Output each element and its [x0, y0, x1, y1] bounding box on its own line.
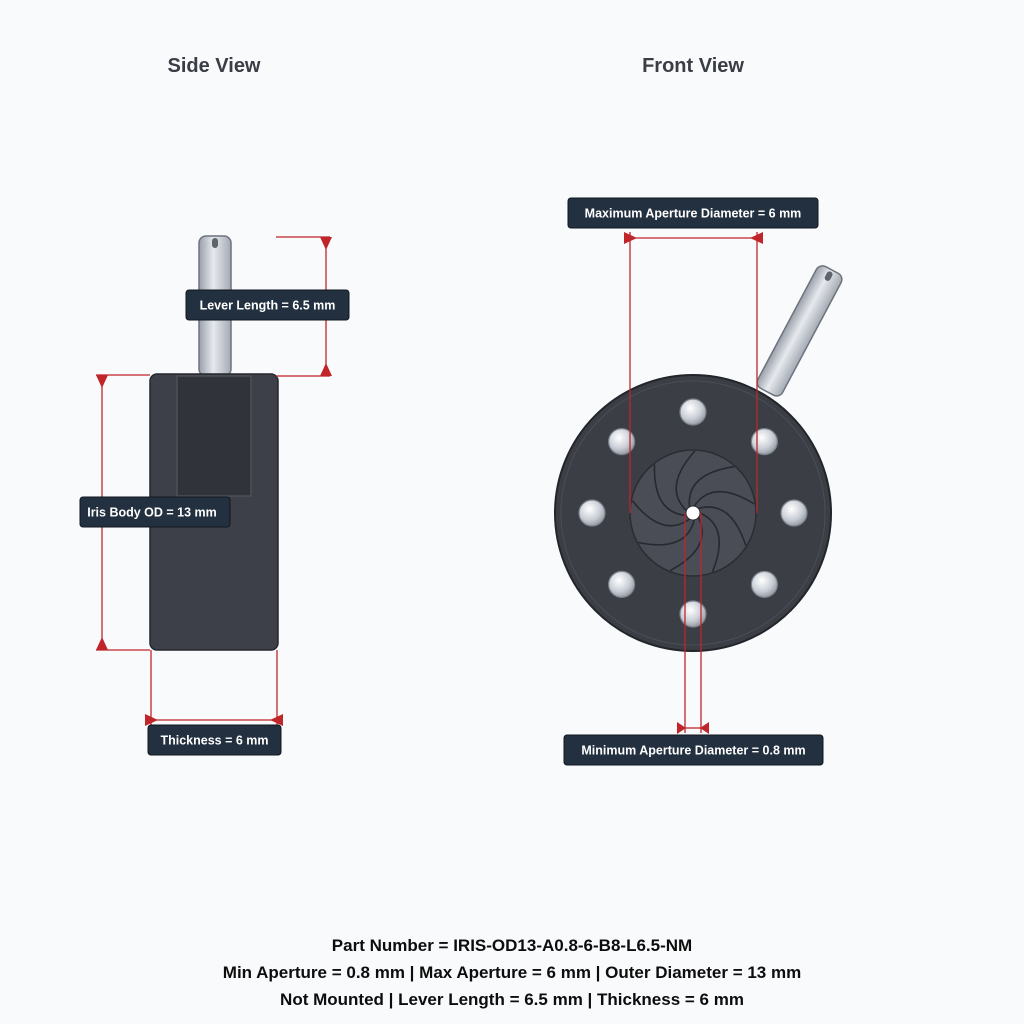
thickness-label: Thickness = 6 mm: [147, 724, 282, 756]
max-aperture-dimension: [624, 232, 763, 513]
min-aperture-dimension: [677, 513, 709, 734]
ball-bearing: [679, 600, 707, 628]
side-view-title: Side View: [167, 55, 260, 77]
ball-bearing: [679, 398, 707, 426]
iris-blade: [698, 506, 747, 546]
min-aperture-label: Minimum Aperture Diameter = 0.8 mm: [563, 734, 824, 766]
ball-bearing: [780, 499, 808, 527]
svg-text:Thickness = 6 mm: Thickness = 6 mm: [160, 734, 268, 748]
iris-blade: [688, 465, 735, 507]
iris-blade: [653, 464, 687, 517]
ball-bearing: [607, 570, 636, 599]
front-lever: [756, 265, 843, 397]
front-view: Maximum Aperture Diameter = 6 mm Minimum…: [554, 197, 843, 766]
lever-length-label: Lever Length = 6.5 mm: [185, 289, 350, 321]
summary-line-1: Part Number = IRIS-OD13-A0.8-6-B8-L6.5-N…: [331, 936, 693, 955]
thickness-dimension: [145, 650, 283, 726]
part-number-summary: Part Number = IRIS-OD13-A0.8-6-B8-L6.5-N…: [0, 932, 1024, 1013]
svg-text:Iris Body OD = 13 mm: Iris Body OD = 13 mm: [87, 506, 217, 520]
summary-line-3: Not Mounted | Lever Length = 6.5 mm | Th…: [280, 990, 744, 1009]
side-view: Lever Length = 6.5 mm Iris Body OD = 13 …: [79, 235, 350, 756]
body-od-label: Iris Body OD = 13 mm: [79, 496, 231, 528]
iris-blade: [699, 512, 720, 573]
iris-blade: [675, 450, 696, 512]
iris-aperture: [629, 449, 757, 577]
front-view-title: Front View: [642, 55, 744, 77]
iris-blade: [693, 490, 755, 507]
svg-text:Maximum Aperture Diameter = 6: Maximum Aperture Diameter = 6 mm: [585, 207, 802, 221]
svg-text:Minimum Aperture Diameter = 0.: Minimum Aperture Diameter = 0.8 mm: [581, 744, 805, 758]
min-aperture-opening: [685, 505, 701, 521]
summary-line-2: Min Aperture = 0.8 mm | Max Aperture = 6…: [222, 963, 802, 982]
max-aperture-label: Maximum Aperture Diameter = 6 mm: [567, 197, 819, 229]
ball-bearing: [578, 499, 606, 527]
svg-text:Lever Length = 6.5 mm: Lever Length = 6.5 mm: [200, 299, 336, 313]
ball-bearing: [750, 428, 779, 456]
ball-bearing: [750, 570, 779, 599]
iris-blade: [638, 519, 695, 546]
ball-bearings: [578, 398, 808, 628]
ball-bearing: [607, 428, 636, 456]
